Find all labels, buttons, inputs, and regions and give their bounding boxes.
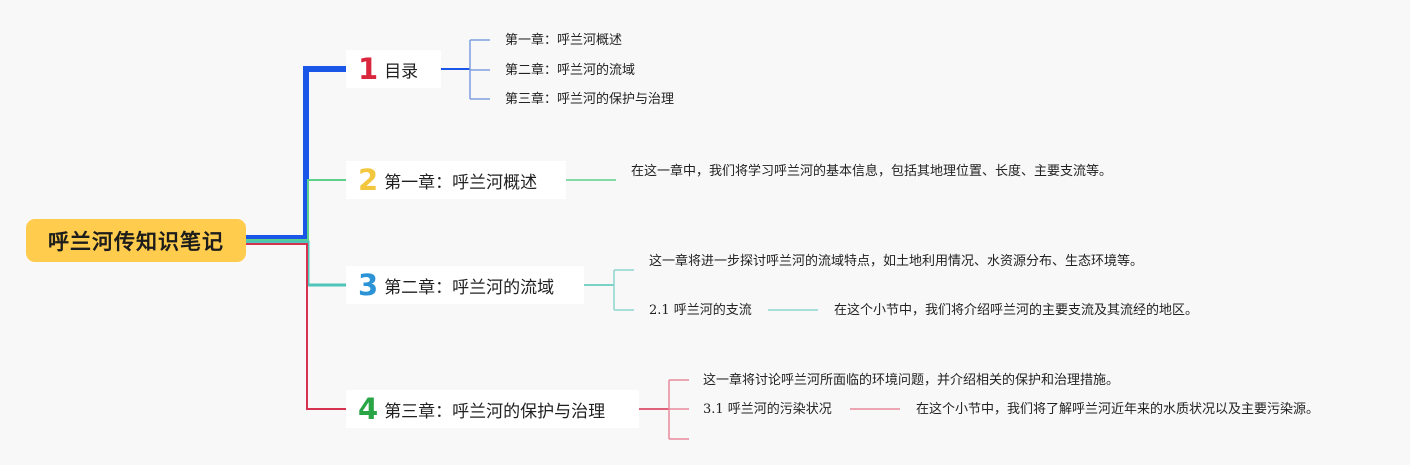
root-topic[interactable]: 呼兰河传知识笔记 <box>26 219 246 262</box>
chapter-4-number: 4 <box>358 391 379 426</box>
chapter-1-title: 目录 <box>384 61 419 82</box>
section-3-1-description[interactable]: 在这个小节中，我们将了解呼兰河近年来的水质状况以及主要污染源。 <box>916 402 1320 417</box>
chapter-3-topic[interactable]: 3 第二章：呼兰河的流域 <box>346 266 584 304</box>
toc-item-2[interactable]: 第二章：呼兰河的流域 <box>505 63 636 78</box>
trunk-line-blue <box>246 66 346 241</box>
trunk-line-teal <box>246 240 346 287</box>
chapter-1-topic[interactable]: 1 目录 <box>346 50 441 88</box>
toc-item-3[interactable]: 第三章：呼兰河的保护与治理 <box>505 92 675 107</box>
section-2-1-title[interactable]: 2.1 呼兰河的支流 <box>649 303 752 318</box>
chapter-2-title: 第一章：呼兰河概述 <box>384 172 538 193</box>
toc-item-1[interactable]: 第一章：呼兰河概述 <box>505 33 623 48</box>
chapter-3-title: 第二章：呼兰河的流域 <box>384 277 555 298</box>
chapter-4-description[interactable]: 这一章将讨论呼兰河所面临的环境问题，并介绍相关的保护和治理措施。 <box>703 373 1120 388</box>
chapter-2-topic[interactable]: 2 第一章：呼兰河概述 <box>346 161 566 199</box>
chapter-4-topic[interactable]: 4 第三章：呼兰河的保护与治理 <box>346 390 639 428</box>
chapter-1-number: 1 <box>358 51 379 86</box>
chapter-3-description[interactable]: 这一章将进一步探讨呼兰河的流域特点，如土地利用情况、水资源分布、生态环境等。 <box>649 254 1144 269</box>
chapter-2-number: 2 <box>358 162 379 197</box>
section-2-1-description[interactable]: 在这个小节中，我们将介绍呼兰河的主要支流及其流经的地区。 <box>834 303 1199 318</box>
chapter-2-description[interactable]: 在这一章中，我们将学习呼兰河的基本信息，包括其地理位置、长度、主要支流等。 <box>631 164 1113 179</box>
trunk-line-green <box>246 179 346 241</box>
section-3-1-title[interactable]: 3.1 呼兰河的污染状况 <box>703 402 832 417</box>
chapter-4-title: 第三章：呼兰河的保护与治理 <box>384 401 606 422</box>
trunk-line-red <box>246 243 346 410</box>
chapter-3-number: 3 <box>358 267 379 302</box>
